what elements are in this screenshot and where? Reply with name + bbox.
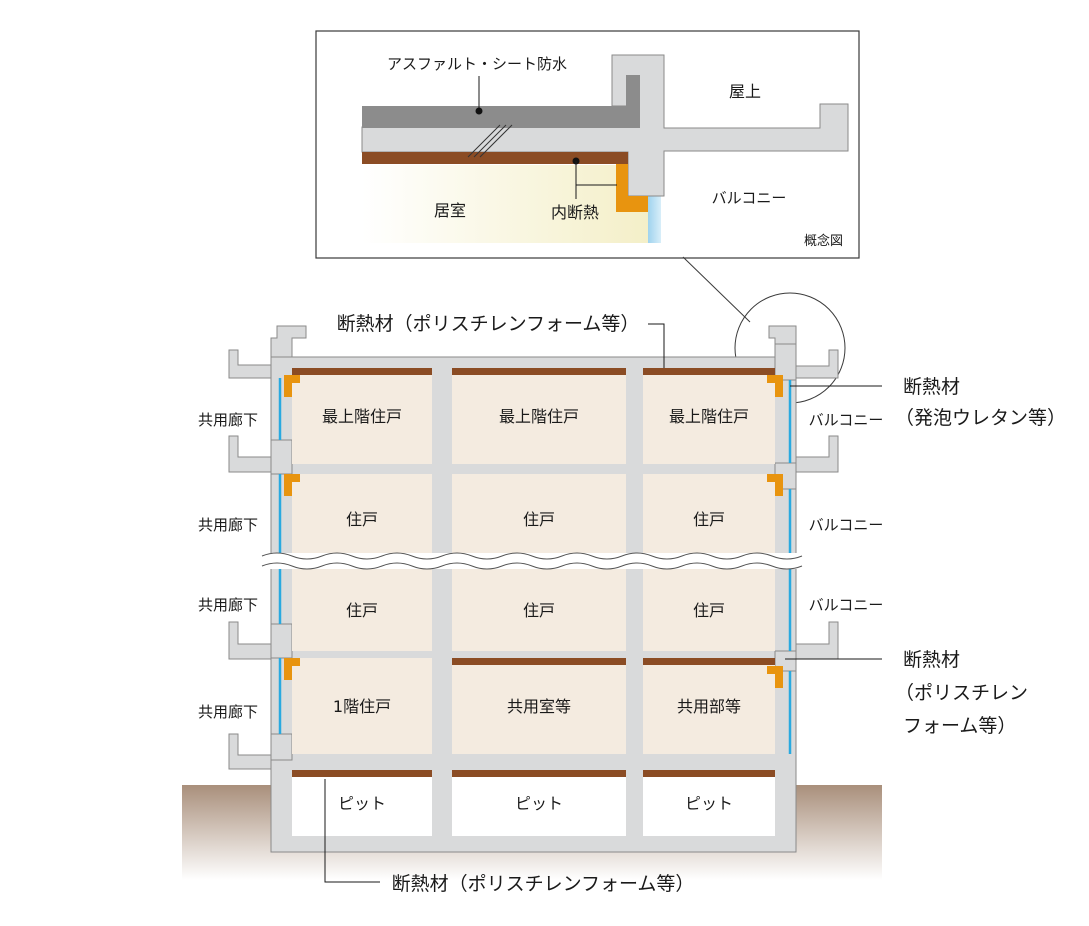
- label-waterproofing: アスファルト・シート防水: [387, 55, 567, 73]
- foam-insulation: [284, 658, 292, 680]
- inset-room-area: [362, 165, 649, 243]
- callout-right-insulation-1: 断熱材: [903, 376, 960, 398]
- inset-connector-line: [682, 256, 751, 323]
- pit-cell: [643, 770, 775, 836]
- unit-cell: [452, 474, 626, 564]
- corridor-label: 共用廊下: [198, 516, 258, 534]
- unit-cell: [292, 569, 432, 651]
- foam-insulation: [292, 375, 300, 383]
- unit-cell: [452, 569, 626, 651]
- unit-cell: [643, 474, 775, 564]
- unit-cell: [292, 658, 432, 754]
- inset-concept-box: アスファルト・シート防水 屋上 居室 内断熱 バルコニー 概念図: [315, 30, 860, 259]
- balcony-slab-3: [795, 621, 839, 660]
- foam-insulation: [767, 474, 775, 482]
- label-rooftop: 屋上: [729, 82, 761, 101]
- unit-label: 最上階住戸: [499, 407, 579, 426]
- callout-lower-insulation-3: フォーム等）: [903, 715, 1016, 737]
- foam-insulation: [767, 375, 775, 383]
- inset-inner-insulation-slab: [362, 152, 628, 164]
- foam-insulation: [767, 666, 775, 674]
- unit-label: 1階住戸: [333, 697, 391, 716]
- unit-label: 共用部等: [677, 697, 741, 716]
- unit-label: 住戸: [346, 510, 378, 529]
- corridor-slab-2: [228, 435, 272, 473]
- unit-grid: 最上階住戸最上階住戸最上階住戸住戸住戸住戸住戸住戸住戸1階住戸共用室等共用部等ピ…: [284, 368, 783, 836]
- callout-bottom-insulation: 断熱材（ポリスチレンフォーム等）: [392, 873, 695, 895]
- corridor-label: 共用廊下: [198, 411, 258, 429]
- unit-label: 住戸: [693, 601, 725, 620]
- inset-glass: [648, 196, 661, 243]
- foam-insulation: [292, 658, 300, 666]
- insulation-strip: [643, 658, 775, 665]
- unit-cell: [292, 368, 432, 464]
- foam-insulation: [775, 474, 783, 496]
- unit-cell: [643, 368, 775, 464]
- callout-top-insulation: 断熱材（ポリスチレンフォーム等）: [337, 313, 640, 335]
- pit-cell: [292, 770, 432, 836]
- balcony-label: バルコニー: [809, 596, 884, 614]
- label-living-room: 居室: [434, 201, 466, 220]
- label-inset-balcony: バルコニー: [712, 189, 787, 207]
- unit-label: 住戸: [523, 510, 555, 529]
- unit-cell: [643, 569, 775, 651]
- callout-lower-insulation-1: 断熱材: [903, 649, 960, 671]
- unit-label: 住戸: [693, 510, 725, 529]
- unit-label: 最上階住戸: [669, 407, 749, 426]
- label-inner-insulation: 内断熱: [551, 203, 599, 222]
- foam-insulation: [292, 474, 300, 482]
- corridor-label: 共用廊下: [198, 703, 258, 721]
- corridor-slab-1: [228, 349, 272, 379]
- inset-waterproofing: [362, 75, 640, 128]
- insulation-strip: [452, 368, 626, 375]
- label-concept: 概念図: [804, 233, 843, 249]
- unit-cell: [292, 474, 432, 564]
- leader-dot-waterproofing: [475, 107, 483, 115]
- balcony-label: バルコニー: [809, 411, 884, 429]
- insulation-strip: [292, 368, 432, 375]
- callout-right-insulation-2: （発泡ウレタン等）: [895, 407, 1066, 429]
- insulation-strip: [292, 770, 432, 777]
- insulation-strip: [643, 368, 775, 375]
- insulation-strip: [452, 658, 626, 665]
- balcony-slab-1: [795, 349, 839, 379]
- pit-label: ピット: [515, 794, 563, 813]
- pit-cell: [452, 770, 626, 836]
- inset-inner-insulation-corner: [616, 164, 648, 212]
- balcony-slab-2: [795, 435, 839, 473]
- callout-lower-insulation-2: （ポリスチレン: [895, 682, 1028, 704]
- insulation-strip: [643, 770, 775, 777]
- inset-hatch: [467, 124, 513, 158]
- corridor-slab-4: [228, 733, 272, 770]
- balcony-label: バルコニー: [809, 516, 884, 534]
- insulation-strip: [452, 770, 626, 777]
- unit-label: 共用室等: [507, 697, 571, 716]
- facade-glass: [278, 378, 792, 754]
- foam-insulation: [284, 375, 292, 397]
- corridor-slab-3: [228, 621, 272, 660]
- pit-label: ピット: [338, 794, 386, 813]
- unit-label: 住戸: [346, 601, 378, 620]
- foam-insulation: [775, 375, 783, 397]
- foam-insulation: [775, 666, 783, 688]
- unit-label: 住戸: [523, 601, 555, 620]
- foam-insulation: [284, 474, 292, 496]
- unit-cell: [452, 368, 626, 464]
- unit-cell: [643, 658, 775, 754]
- pit-label: ピット: [685, 794, 733, 813]
- break-line: [261, 552, 807, 570]
- balcony-labels: バルコニー バルコニー バルコニー: [809, 411, 884, 614]
- corridor-label: 共用廊下: [198, 596, 258, 614]
- unit-label: 最上階住戸: [322, 407, 402, 426]
- unit-cell: [452, 658, 626, 754]
- corridor-labels: 共用廊下 共用廊下 共用廊下 共用廊下: [198, 411, 258, 721]
- callout-leaders: [324, 323, 882, 883]
